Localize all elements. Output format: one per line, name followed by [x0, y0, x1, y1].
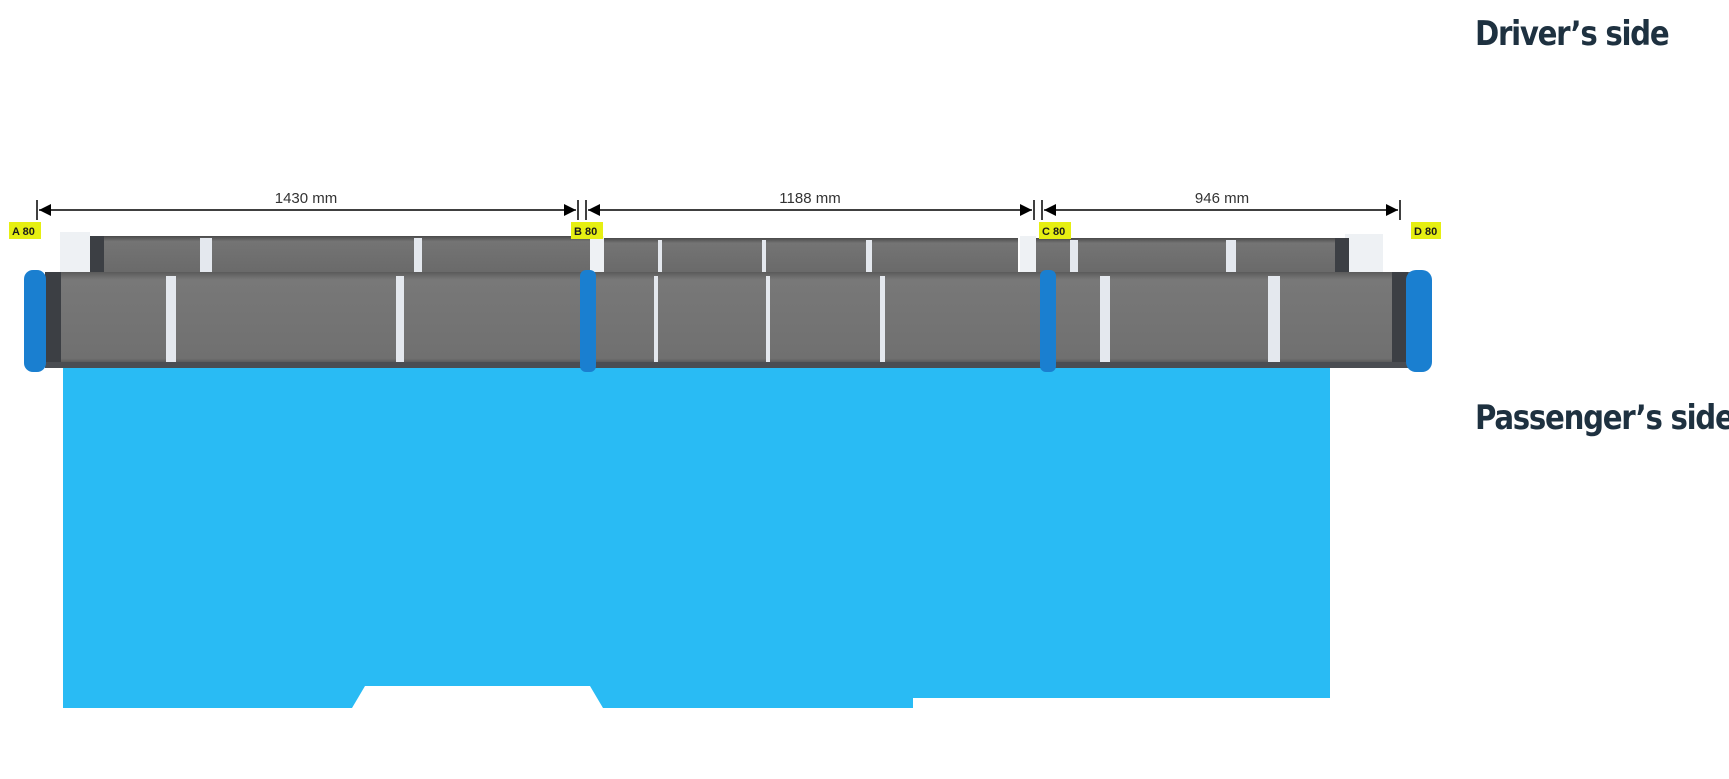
end-caps — [24, 270, 1432, 372]
driver-side-label: Driver’s side — [1475, 14, 1670, 54]
front-beam-row — [45, 272, 1425, 368]
passenger-side-label: Passenger’s side — [1475, 398, 1729, 438]
svg-text:B 80: B 80 — [574, 226, 597, 238]
dimension-lines — [36, 200, 1401, 220]
marker-c: C 80 — [1039, 222, 1071, 239]
rear-beam-row — [90, 236, 1349, 272]
rear-rail-left — [60, 232, 90, 274]
svg-text:C 80: C 80 — [1042, 226, 1065, 238]
marker-a: A 80 — [9, 222, 41, 239]
dimension-label-bc: 1188 mm — [779, 190, 840, 207]
dimension-label-ab: 1430 mm — [275, 190, 338, 207]
marker-b: B 80 — [571, 222, 603, 239]
rear-rail-right — [1345, 234, 1383, 274]
svg-text:D 80: D 80 — [1414, 226, 1437, 238]
vehicle-floor — [63, 368, 1330, 708]
marker-d: D 80 — [1411, 222, 1441, 239]
rear-rail-mid-c — [1020, 236, 1036, 272]
rear-rail-mid-b — [588, 236, 604, 272]
svg-text:A 80: A 80 — [12, 226, 35, 238]
dimension-label-cd: 946 mm — [1195, 190, 1249, 207]
